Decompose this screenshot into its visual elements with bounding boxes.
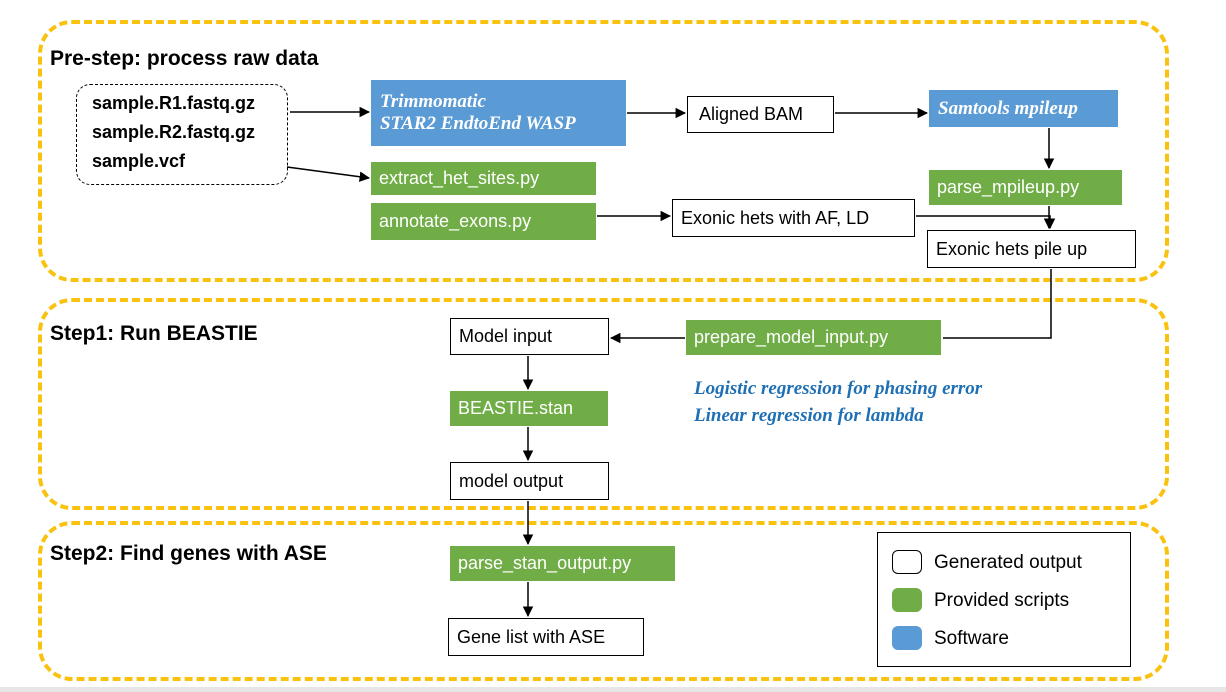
- prestep-title: Pre-step: process raw data: [50, 47, 319, 70]
- legend-label-software: Software: [934, 628, 1009, 649]
- star2-wasp-label: STAR2 EndtoEnd WASP: [380, 113, 576, 134]
- note-logistic-regression: Logistic regression for phasing error: [694, 378, 983, 399]
- legend-label-provided-scripts: Provided scripts: [934, 590, 1070, 611]
- parse-stan-output-script: parse_stan_output.py: [450, 546, 675, 581]
- input-r1-fastq: sample.R1.fastq.gz: [92, 93, 256, 113]
- legend-swatch-blue: [892, 626, 922, 650]
- extract-het-sites-script: extract_het_sites.py: [371, 162, 596, 195]
- legend-label-generated-output: Generated output: [934, 552, 1082, 573]
- legend-swatch-white: [892, 550, 922, 574]
- bottom-divider: [0, 687, 1226, 692]
- input-r2-fastq: sample.R2.fastq.gz: [92, 122, 256, 142]
- beastie-stan-script: BEASTIE.stan: [450, 391, 608, 426]
- legend-swatch-green: [892, 588, 922, 612]
- model-output-box: model output: [450, 462, 609, 500]
- model-input-box: Model input: [450, 318, 609, 355]
- input-vcf: sample.vcf: [92, 151, 186, 171]
- legend: Generated output Provided scripts Softwa…: [877, 532, 1131, 667]
- trimmomatic-label: Trimmomatic: [380, 91, 486, 112]
- raw-input-group: [76, 84, 288, 185]
- annotate-exons-script: annotate_exons.py: [371, 203, 596, 240]
- prepare-model-input-script: prepare_model_input.py: [686, 320, 941, 355]
- exonic-hets-af-ld-box: Exonic hets with AF, LD: [672, 199, 915, 237]
- prestep-section: [38, 20, 1169, 282]
- aligner-software-box: Trimmomatic STAR2 EndtoEnd WASP: [371, 80, 626, 146]
- step2-title: Step2: Find genes with ASE: [50, 542, 327, 565]
- gene-list-box: Gene list with ASE: [448, 618, 644, 656]
- step1-section: [38, 298, 1169, 510]
- exonic-hets-pileup-box: Exonic hets pile up: [927, 230, 1136, 268]
- aligned-bam-box: Aligned BAM: [687, 96, 834, 133]
- step1-title: Step1: Run BEASTIE: [50, 322, 258, 345]
- note-linear-regression: Linear regression for lambda: [694, 405, 924, 426]
- parse-mpileup-script: parse_mpileup.py: [929, 170, 1122, 205]
- step2-section: [38, 521, 1169, 681]
- samtools-mpileup-box: Samtools mpileup: [929, 90, 1118, 127]
